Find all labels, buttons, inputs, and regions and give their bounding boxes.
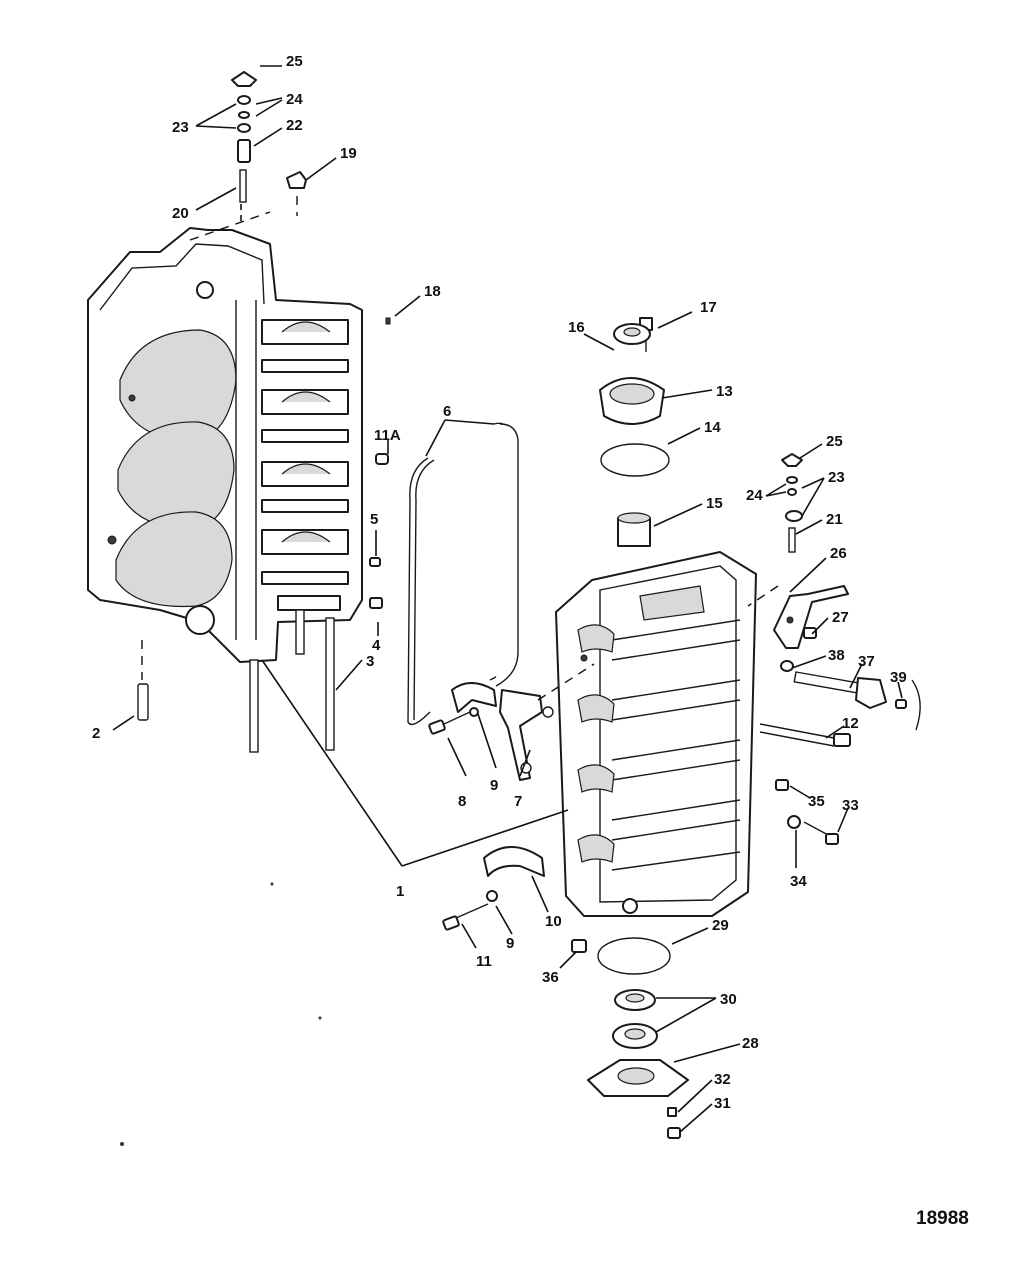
crank-journals [577, 624, 615, 863]
callout-20: 20 [172, 205, 189, 222]
throttle-lever-bracket [773, 585, 849, 649]
leader-lines [112, 65, 903, 1133]
bearing-cap-10 [483, 846, 545, 877]
dowel-pins [369, 317, 391, 609]
callout-24-right: 24 [746, 487, 763, 504]
callout-33: 33 [842, 797, 859, 814]
callout-32: 32 [714, 1071, 731, 1088]
callout-23: 23 [172, 119, 189, 136]
callout-9-lower: 9 [506, 935, 514, 952]
callout-37: 37 [858, 653, 875, 670]
callout-14: 14 [704, 419, 721, 436]
upper-seal-stack [599, 317, 670, 547]
callout-9-upper: 9 [490, 777, 498, 794]
callout-5: 5 [370, 511, 378, 528]
callout-4: 4 [372, 637, 381, 654]
callout-31: 31 [714, 1095, 731, 1112]
callout-27: 27 [832, 609, 849, 626]
bearing-cap-7 [451, 682, 554, 781]
callout-18: 18 [424, 283, 441, 300]
main-bearing-saddles [261, 319, 349, 611]
callout-1: 1 [396, 883, 404, 900]
callout-34: 34 [790, 873, 807, 890]
cap-bolts [428, 707, 498, 931]
figure-number: 18988 [916, 1208, 969, 1229]
callout-2: 2 [92, 725, 100, 742]
callout-10: 10 [545, 913, 562, 930]
callout-30: 30 [720, 991, 737, 1008]
callout-11A: 11A [374, 427, 401, 444]
callout-29: 29 [712, 917, 729, 934]
callout-8: 8 [458, 793, 466, 810]
right-fastener-stack [781, 453, 803, 553]
callout-labels: 25 24 23 22 19 20 18 11A 5 4 3 2 1 6 7 8… [92, 53, 907, 1112]
callout-25-right: 25 [826, 433, 843, 450]
crankcase-cylinder-block [87, 227, 363, 663]
callout-15: 15 [706, 495, 723, 512]
callout-12: 12 [842, 715, 859, 732]
callout-17: 17 [700, 299, 717, 316]
crankcase-cover [555, 551, 757, 917]
callout-3: 3 [366, 653, 374, 670]
oil-pump-pin-assembly [780, 660, 921, 731]
callout-11: 11 [476, 953, 492, 970]
callout-21: 21 [826, 511, 843, 528]
callout-38: 38 [828, 647, 845, 664]
cover-webs [611, 619, 741, 871]
callout-26: 26 [830, 545, 847, 562]
callout-16: 16 [568, 319, 585, 336]
callout-25: 25 [286, 53, 303, 70]
callout-7: 7 [514, 793, 522, 810]
callout-22: 22 [286, 117, 303, 134]
side-bolts [759, 723, 851, 845]
callout-36: 36 [542, 969, 559, 986]
callout-35: 35 [808, 793, 825, 810]
callout-19: 19 [340, 145, 357, 162]
lower-seal-stack [571, 937, 689, 1139]
top-fastener-stack [231, 71, 307, 226]
block-studs [137, 609, 335, 753]
callout-23-right: 23 [828, 469, 845, 486]
bleed-hose [407, 422, 519, 726]
callout-28: 28 [742, 1035, 759, 1052]
callout-13: 13 [716, 383, 733, 400]
callout-24: 24 [286, 91, 303, 108]
callout-6: 6 [443, 403, 451, 420]
callout-39: 39 [890, 669, 907, 686]
